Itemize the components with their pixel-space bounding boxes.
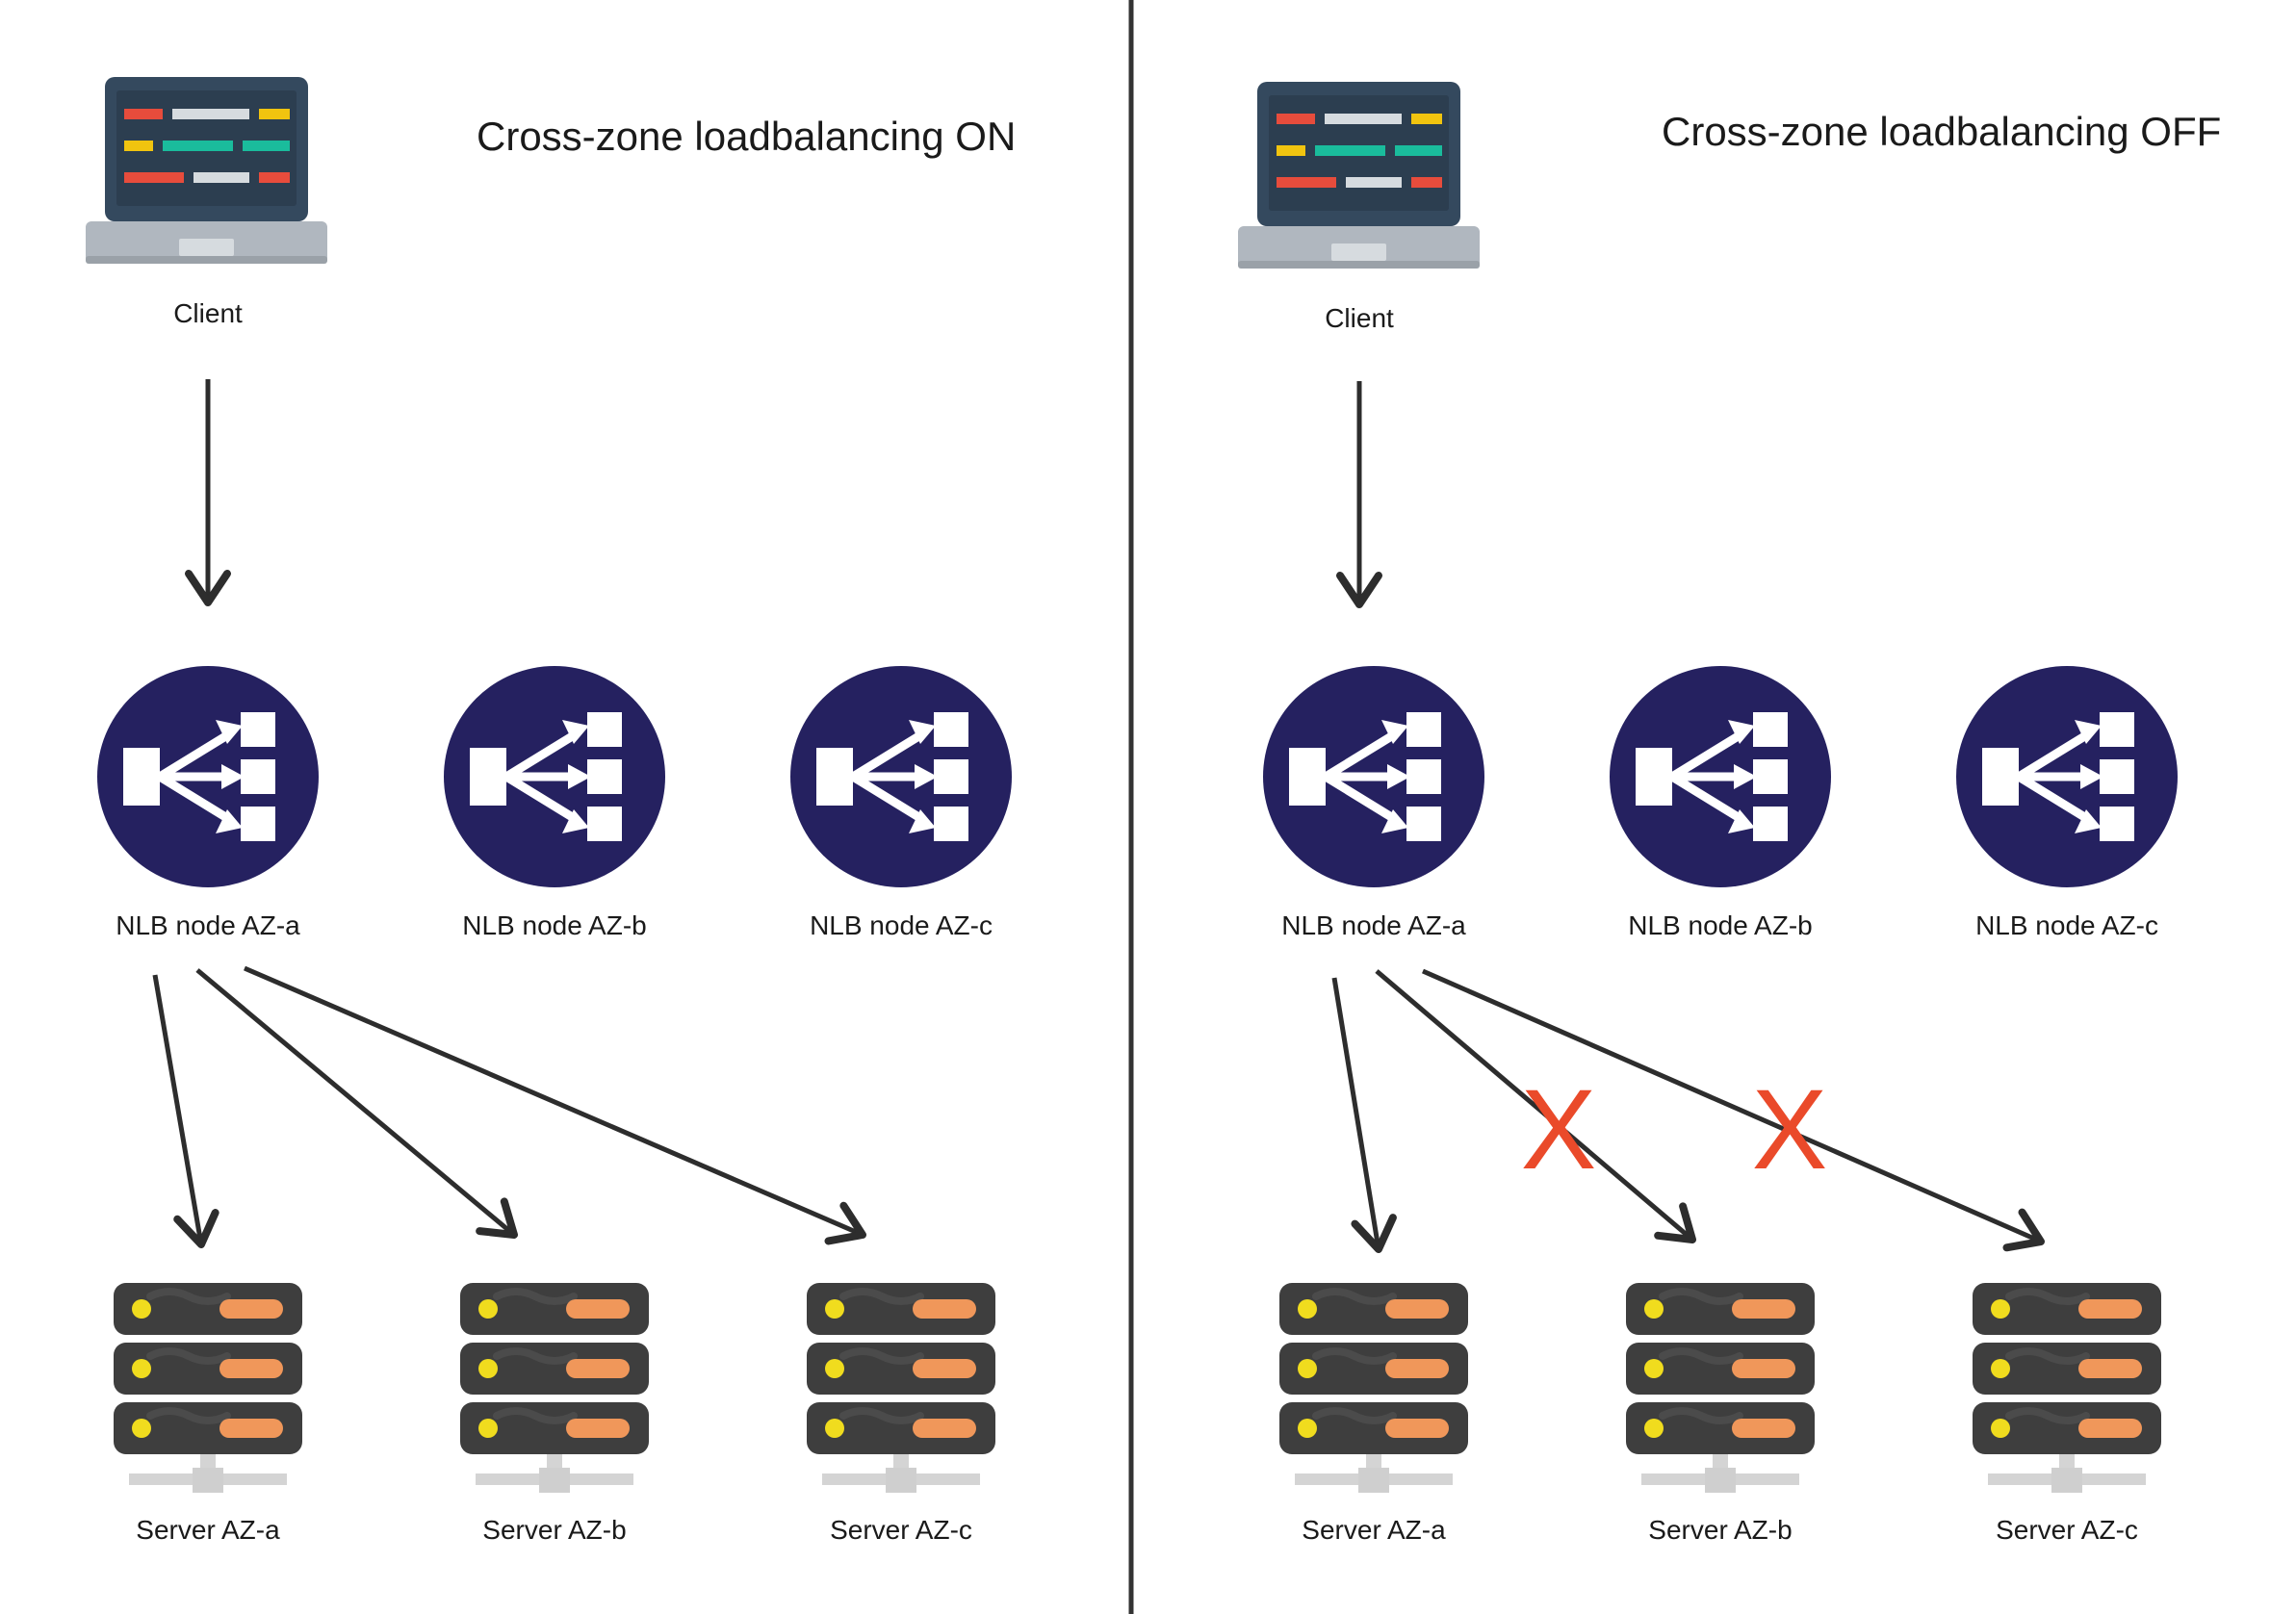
- nlb-to-server-arrow-blocked: [1375, 969, 1696, 1243]
- server-rack-icon: [1973, 1283, 2161, 1493]
- nlb-node-label: NLB node AZ-c: [1975, 910, 2158, 940]
- client-laptop-icon: [86, 77, 327, 264]
- server-label: Server AZ-a: [136, 1515, 280, 1545]
- client-laptop-icon: [1238, 82, 1480, 269]
- panel-cross-zone-on: Cross-zone loadbalancing ON Client NLB n…: [86, 77, 1016, 1545]
- server-rack-icon: [1626, 1283, 1815, 1493]
- nlb-to-server-arrow-blocked: [1421, 968, 2045, 1252]
- server-rack-icon: [460, 1283, 649, 1493]
- blocked-x-mark: X: [1521, 1066, 1597, 1193]
- nlb-to-server-arrow: [152, 974, 219, 1248]
- load-balancer-icon: [790, 666, 1012, 887]
- nlb-to-server-arrow: [195, 968, 518, 1239]
- load-balancer-icon: [444, 666, 665, 887]
- nlb-to-server-arrow: [1331, 977, 1397, 1253]
- nlb-node-label: NLB node AZ-b: [462, 910, 646, 940]
- server-label: Server AZ-c: [1996, 1515, 2138, 1545]
- nlb-node-label: NLB node AZ-b: [1628, 910, 1812, 940]
- server-label: Server AZ-b: [1648, 1515, 1792, 1545]
- blocked-x-mark: X: [1752, 1066, 1828, 1193]
- nlb-to-server-arrow: [244, 965, 866, 1245]
- panel-cross-zone-off: Cross-zone loadbalancing OFF Client NLB …: [1238, 82, 2221, 1545]
- panel-title: Cross-zone loadbalancing OFF: [1662, 109, 2221, 154]
- load-balancer-icon: [97, 666, 319, 887]
- client-label: Client: [1325, 303, 1394, 333]
- client-label: Client: [173, 298, 243, 328]
- load-balancer-icon: [1263, 666, 1484, 887]
- server-label: Server AZ-a: [1302, 1515, 1446, 1545]
- load-balancer-icon: [1610, 666, 1831, 887]
- nlb-node-label: NLB node AZ-c: [810, 910, 993, 940]
- server-rack-icon: [807, 1283, 995, 1493]
- load-balancer-icon: [1956, 666, 2178, 887]
- server-rack-icon: [114, 1283, 302, 1493]
- nlb-node-label: NLB node AZ-a: [1281, 910, 1466, 940]
- server-label: Server AZ-c: [830, 1515, 972, 1545]
- panel-title: Cross-zone loadbalancing ON: [477, 114, 1016, 159]
- server-label: Server AZ-b: [482, 1515, 626, 1545]
- server-rack-icon: [1279, 1283, 1468, 1493]
- nlb-node-label: NLB node AZ-a: [116, 910, 300, 940]
